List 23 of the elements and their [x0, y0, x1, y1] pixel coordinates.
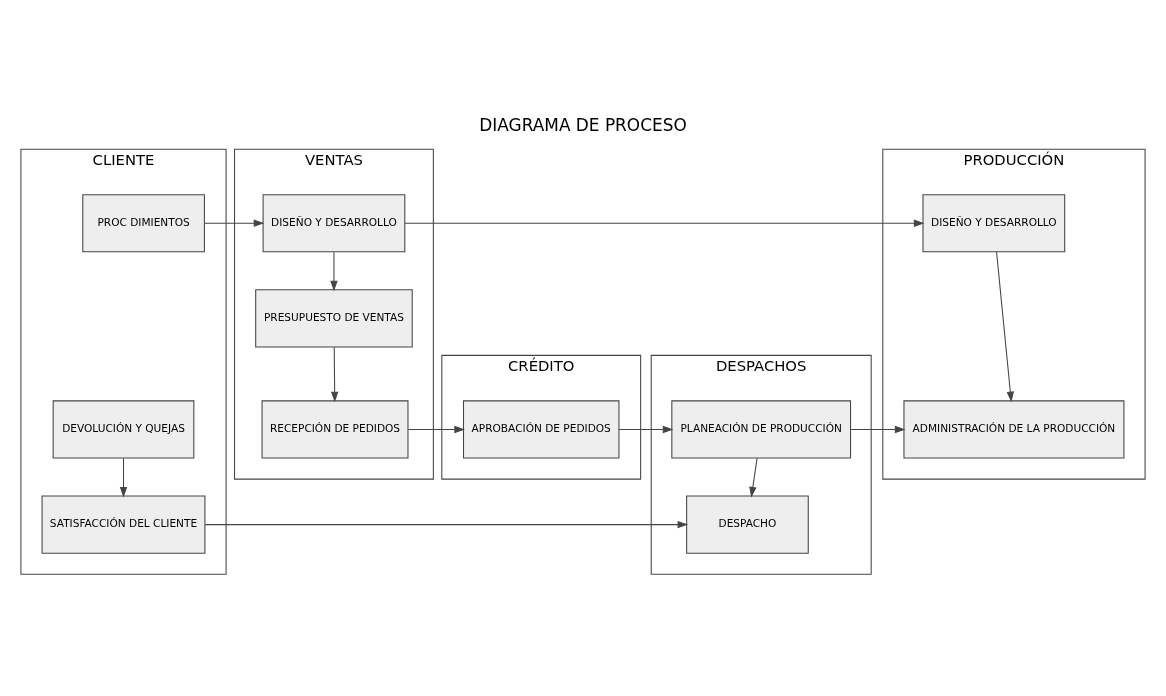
arrow — [996, 251, 1015, 403]
arrow — [749, 457, 758, 498]
arrow — [204, 219, 265, 227]
node-box: PRESUPUESTO DE VENTAS — [255, 289, 413, 348]
node-box: APROBACIÓN DE PEDIDOS — [462, 400, 620, 459]
arrow — [407, 425, 465, 434]
arrow — [404, 219, 925, 227]
node-box: ADMINISTRACIÓN DE LA PRODUCCIÓN — [903, 400, 1125, 459]
node-box: SATISFACCIÓN DEL CLIENTE — [41, 495, 206, 554]
node-box: DISEÑO Y DESARROLLO — [922, 194, 1066, 253]
node-box: DEVOLUCIÓN Y QUEJAS — [52, 400, 195, 459]
arrow — [204, 520, 689, 529]
arrow — [618, 425, 674, 434]
node-box: RECEPCIÓN DE PEDIDOS — [261, 400, 409, 459]
node-box: PROC DIMIENTOS — [82, 194, 205, 253]
diagram-title: DIAGRAMA DE PROCESO — [479, 115, 687, 135]
arrow — [850, 425, 906, 434]
node-box: DESPACHO — [686, 495, 809, 554]
node-box: DISEÑO Y DESARROLLO — [262, 194, 406, 253]
arrow — [330, 251, 338, 292]
arrow — [330, 346, 339, 403]
node-box: PLANEACIÓN DE PRODUCCIÓN — [671, 400, 852, 459]
arrow — [119, 457, 128, 498]
